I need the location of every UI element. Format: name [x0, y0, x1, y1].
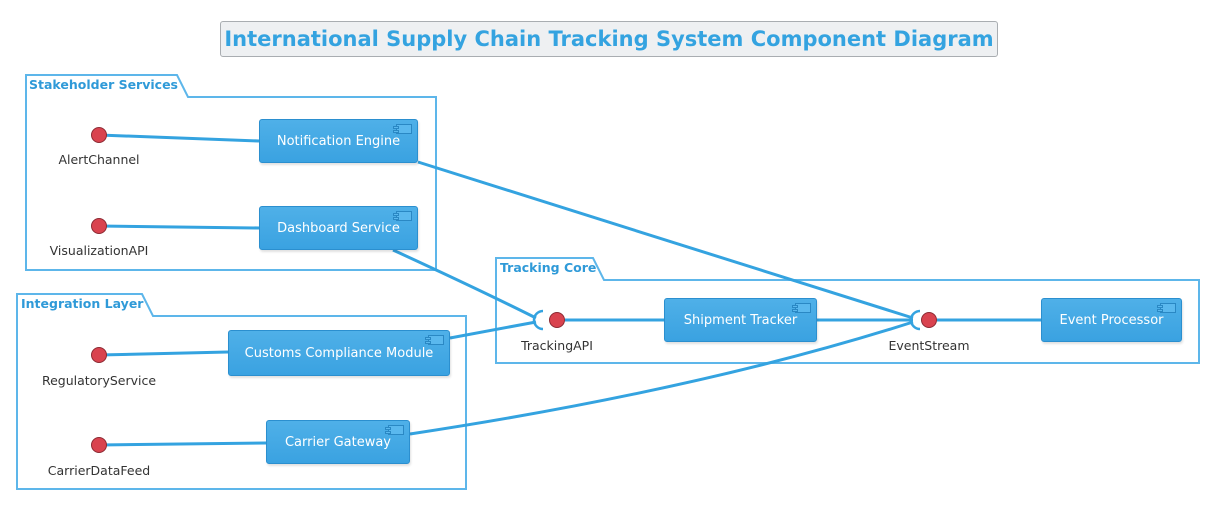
component-icon [425, 335, 444, 345]
interface-alertchannel-icon[interactable] [91, 127, 107, 143]
component-label: Customs Compliance Module [244, 345, 434, 361]
interface-trackingapi-label: TrackingAPI [521, 338, 593, 353]
component-label: Event Processor [1059, 312, 1164, 328]
connector-dashboard-trackingapi [392, 248, 537, 320]
diagram-title: International Supply Chain Tracking Syst… [220, 21, 998, 57]
interface-alertchannel-label: AlertChannel [58, 152, 140, 167]
socket-trackingapi [532, 309, 544, 331]
interface-eventstream-label: EventStream [888, 338, 970, 353]
component-customs-compliance-module[interactable]: Customs Compliance Module [228, 330, 450, 376]
component-dashboard-service[interactable]: Dashboard Service [259, 206, 418, 250]
component-icon [393, 211, 412, 221]
connector-regulatory-customs [98, 350, 229, 357]
interface-carrierdatafeed-label: CarrierDataFeed [47, 463, 151, 478]
connector-alert-notification [98, 133, 260, 143]
component-icon [393, 124, 412, 134]
interface-eventstream-icon[interactable] [921, 312, 937, 328]
connector-notification-eventstream [417, 160, 914, 320]
interface-regulatoryservice-icon[interactable] [91, 347, 107, 363]
package-stakeholder-label: Stakeholder Services [29, 77, 178, 92]
interface-regulatoryservice-label: RegulatoryService [41, 373, 157, 388]
component-label: Carrier Gateway [284, 434, 392, 450]
interface-carrierdatafeed-icon[interactable] [91, 437, 107, 453]
package-outline-stakeholder [25, 74, 437, 271]
connector-carrier-eventstream [409, 320, 914, 436]
component-carrier-gateway[interactable]: Carrier Gateway [266, 420, 410, 464]
package-outline-integration [16, 293, 467, 490]
interface-visualizationapi-icon[interactable] [91, 218, 107, 234]
component-label: Dashboard Service [277, 220, 400, 236]
component-shipment-tracker[interactable]: Shipment Tracker [664, 298, 817, 342]
package-integration-label: Integration Layer [21, 296, 144, 311]
connector-carrierfeed-carrier [98, 441, 267, 447]
socket-eventstream [909, 309, 921, 331]
interface-visualizationapi-label: VisualizationAPI [49, 243, 149, 258]
component-label: Notification Engine [276, 133, 401, 149]
interface-trackingapi-icon[interactable] [549, 312, 565, 328]
component-event-processor[interactable]: Event Processor [1041, 298, 1182, 342]
package-core-label: Tracking Core [500, 260, 597, 275]
package-outline-core [495, 257, 1200, 364]
component-icon [385, 425, 404, 435]
component-icon [1157, 303, 1176, 313]
connector-customs-trackingapi [449, 320, 537, 340]
connector-visualization-dashboard [98, 224, 260, 230]
component-notification-engine[interactable]: Notification Engine [259, 119, 418, 163]
component-label: Shipment Tracker [683, 312, 798, 328]
component-icon [792, 303, 811, 313]
